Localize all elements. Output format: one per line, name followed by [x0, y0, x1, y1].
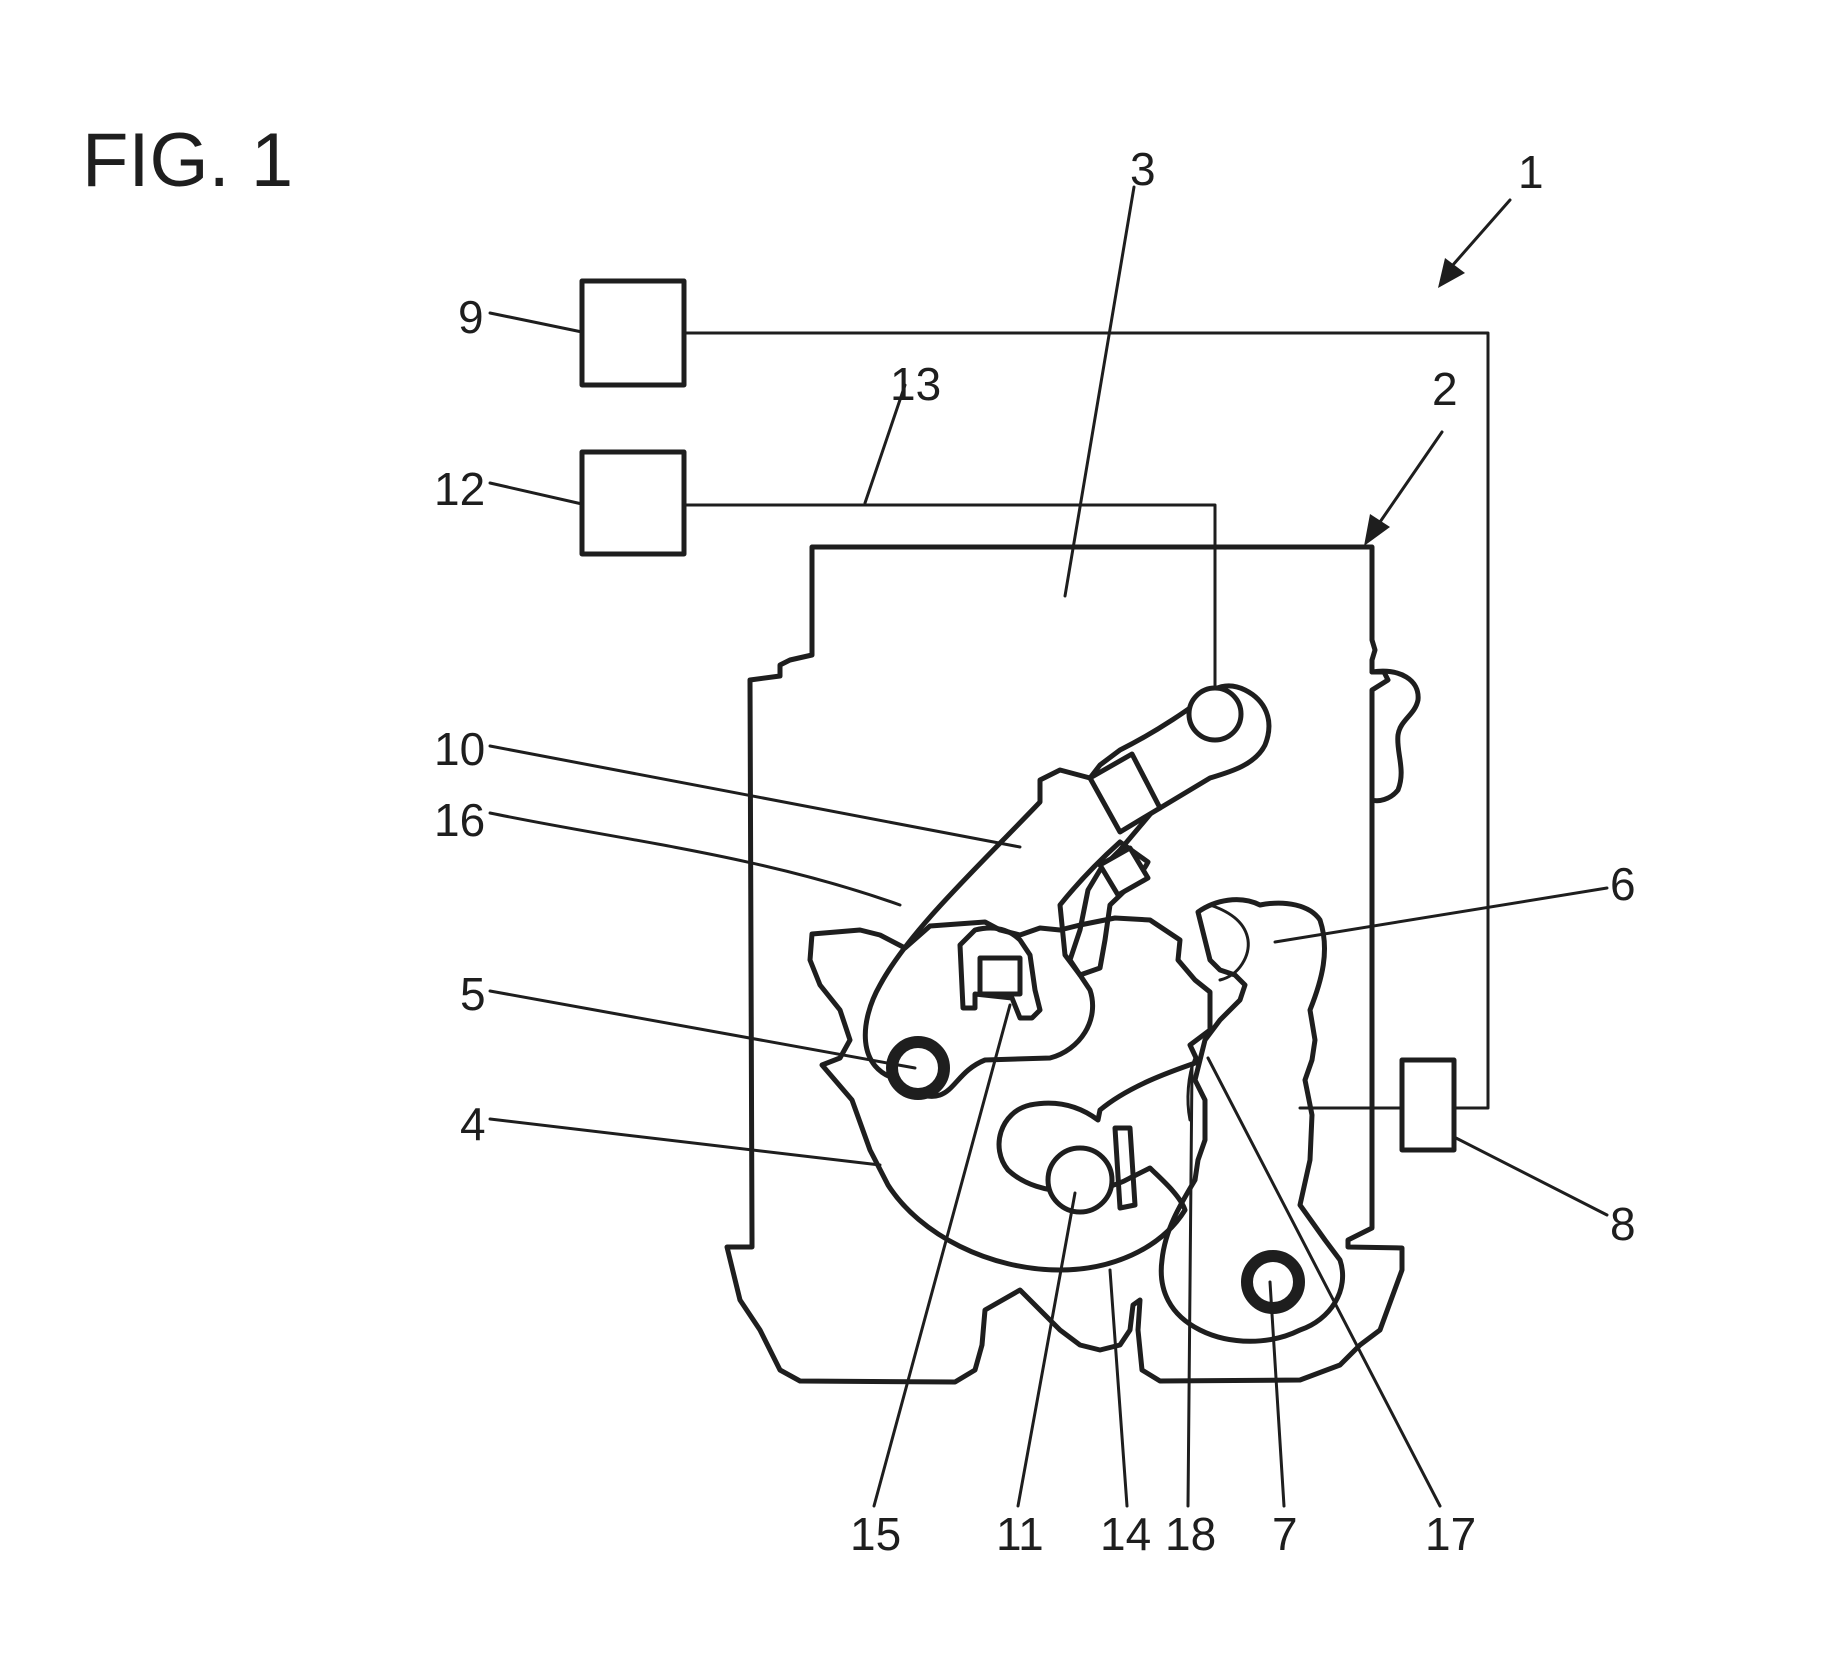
lever-slot: [957, 925, 1043, 1021]
ref-numeral-10: 10: [434, 723, 485, 775]
leader-4: [488, 1117, 882, 1167]
ref-numeral-9: 9: [458, 291, 484, 343]
ref-numeral-15: 15: [850, 1508, 901, 1560]
leader-18: [1186, 1063, 1194, 1508]
leader-14: [1108, 1268, 1129, 1508]
lever-arm-inner: [1057, 839, 1151, 978]
ref-numeral-16: 16: [434, 794, 485, 846]
ref-numeral-8: 8: [1610, 1198, 1636, 1250]
leader-12: [488, 481, 584, 506]
leader-15: [872, 1003, 1012, 1508]
pawl-6: [1158, 897, 1346, 1344]
pivot-5-icon: [886, 1036, 950, 1100]
ref-numeral-7: 7: [1272, 1508, 1298, 1560]
lever-band-lower: [1097, 845, 1151, 898]
pivot-7-icon: [1241, 1250, 1305, 1314]
ref-numeral-18: 18: [1165, 1508, 1216, 1560]
ref-numeral-3: 3: [1130, 143, 1156, 195]
catch-contour-18: [1186, 1056, 1197, 1122]
ref-numeral-13: 13: [890, 358, 941, 410]
ref-numeral-12: 12: [434, 463, 485, 515]
leader-11: [1016, 1191, 1077, 1508]
leader-8: [1452, 1135, 1609, 1217]
leader-16: [488, 811, 902, 907]
leader-lines: [488, 185, 1609, 1508]
leader-3: [1063, 185, 1136, 598]
pawl-inner-contour: [1208, 903, 1250, 982]
sensor-block-8: [1399, 1057, 1457, 1153]
rotary-catch-4: [807, 915, 1213, 1273]
component-block-12: [579, 449, 687, 557]
connection-line-13: [682, 503, 1217, 716]
arrow-1-icon: [1438, 198, 1512, 288]
lever-eye-pivot-icon: [1186, 685, 1244, 743]
ref-numeral-14: 14: [1100, 1508, 1151, 1560]
ref-numeral-5: 5: [460, 968, 486, 1020]
ref-numeral-2: 2: [1432, 363, 1458, 415]
slot-pin-15: [977, 955, 1023, 997]
housing-side-bump: [1369, 668, 1421, 804]
release-lever-10: [862, 683, 1272, 1099]
leader-6: [1273, 886, 1609, 944]
ref-numeral-11: 11: [996, 1508, 1044, 1560]
arrow-2-icon: [1364, 430, 1444, 546]
bolt-channel: [1112, 1125, 1138, 1211]
ref-numeral-4: 4: [460, 1098, 486, 1150]
lock-housing-3: [724, 544, 1405, 1385]
locking-bolt-11-icon: [1045, 1145, 1115, 1215]
ref-numeral-1: 1: [1518, 146, 1544, 198]
lever-band-upper: [1087, 751, 1163, 835]
ref-numeral-17: 17: [1425, 1508, 1476, 1560]
leader-9: [488, 311, 584, 334]
component-block-9: [579, 278, 687, 388]
leader-10: [488, 744, 1022, 849]
leader-13: [863, 383, 907, 505]
connection-line-9-8: [682, 331, 1490, 1110]
figure-title: FIG. 1: [82, 118, 293, 203]
leader-7: [1268, 1280, 1286, 1508]
ref-numeral-6: 6: [1610, 858, 1636, 910]
leader-17: [1206, 1056, 1442, 1508]
leader-5: [488, 989, 917, 1070]
